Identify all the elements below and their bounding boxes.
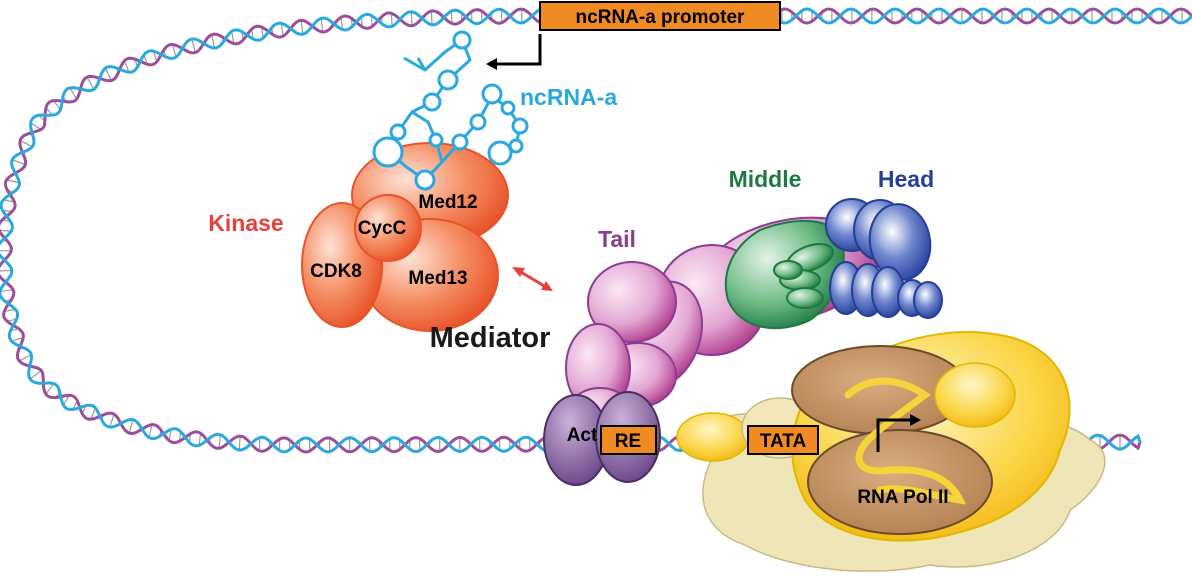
dna-base-pair: [123, 60, 130, 73]
promoter-box: [539, 1, 781, 31]
tata-label: TATA: [760, 431, 807, 452]
kinase-title: Kinase: [208, 210, 283, 236]
kinase-mediator-interaction-arrow-icon: [512, 267, 553, 291]
dna-base-pair: [45, 383, 55, 395]
dna-base-pair: [410, 11, 413, 26]
ncrna-tss-arrow: [493, 34, 542, 66]
dna-base-pair: [390, 13, 393, 27]
tfiid-blob: [676, 412, 750, 462]
dna-base-pair: [53, 100, 61, 110]
dna-base-pair: [198, 433, 202, 446]
dna-base-pair: [320, 18, 324, 33]
tata-box: TATA: [747, 425, 819, 455]
dna-base-pair: [30, 122, 42, 130]
med13-label: Med13: [408, 268, 467, 289]
pol-ii-label: RNA Pol II: [857, 487, 948, 508]
middle-label: Middle: [729, 166, 802, 192]
kinase-module: Med12 CycC CDK8 Med13 Kinase: [208, 142, 509, 332]
dna-base-pair: [62, 395, 70, 406]
preinitiation-complex: RNA Pol II: [676, 331, 1106, 572]
dna-base-pair: [218, 434, 221, 449]
dna-base-pair: [152, 50, 158, 62]
dna-base-pair: [90, 407, 97, 420]
dna-base-pair: [171, 44, 177, 58]
response-element: RE: [600, 425, 657, 455]
dna-base-pair: [18, 354, 32, 362]
cdk8-label: CDK8: [310, 261, 362, 282]
promoter-label: ncRNA-a promoter: [576, 7, 746, 28]
dna-base-pair: [69, 87, 78, 100]
dna-base-pair: [0, 229, 12, 232]
dna-base-pair: [430, 11, 433, 25]
re-box: [600, 425, 657, 455]
dna-base-pair: [191, 38, 196, 53]
activator-label: Act: [567, 425, 598, 446]
dna-base-pair: [29, 370, 42, 380]
mediator-head-module: [825, 198, 943, 319]
dna-base-pair: [0, 289, 14, 293]
dna-base-pair: [6, 179, 20, 184]
tail-label: Tail: [598, 226, 636, 252]
dna-base-pair: [0, 269, 12, 272]
dna-base-pair: [280, 23, 284, 37]
dna-base-pair: [340, 17, 343, 30]
head-label: Head: [878, 166, 934, 192]
dna-base-pair: [168, 429, 172, 441]
gene-tss-arrow-icon: [876, 414, 921, 452]
dna-base-pair: [109, 413, 115, 428]
dna-base-pair: [238, 436, 241, 451]
dna-base-pair: [19, 140, 33, 148]
dna-base-pair: [300, 20, 304, 35]
ncrna-a-structure: [372, 30, 529, 191]
dna-base-pair: [231, 31, 235, 44]
dna-base-pair: [86, 76, 95, 90]
pol-ii-subunit-blob: [934, 362, 1016, 428]
dna-base-pair: [211, 34, 216, 49]
tss-arrow-head-icon: [486, 58, 497, 70]
pol-ii-clamp: [844, 377, 967, 505]
dna-base-pair: [128, 419, 134, 434]
rna-pol-ii-lower-lobe: [807, 429, 993, 535]
dna-base-pair: [3, 199, 15, 203]
cycc-label: CycC: [358, 218, 407, 239]
cycc-subunit: [354, 194, 422, 262]
dna-base-pair: [258, 437, 261, 451]
dna-base-pair: [11, 336, 24, 342]
mediator-middle-module: [724, 219, 845, 330]
re-label: RE: [615, 431, 641, 452]
med12-label: Med12: [418, 192, 477, 213]
dna-base-pair: [104, 67, 112, 81]
ncrna-label: ncRNA-a: [520, 84, 617, 110]
tata-rect: [747, 425, 819, 455]
dna-base-pair: [148, 424, 153, 438]
dna-base-pair: [11, 159, 26, 166]
dna-base-pair: [4, 308, 16, 313]
ncrna-promoter: ncRNA-a promoter: [486, 1, 781, 70]
mediator-title: Mediator: [430, 322, 551, 354]
